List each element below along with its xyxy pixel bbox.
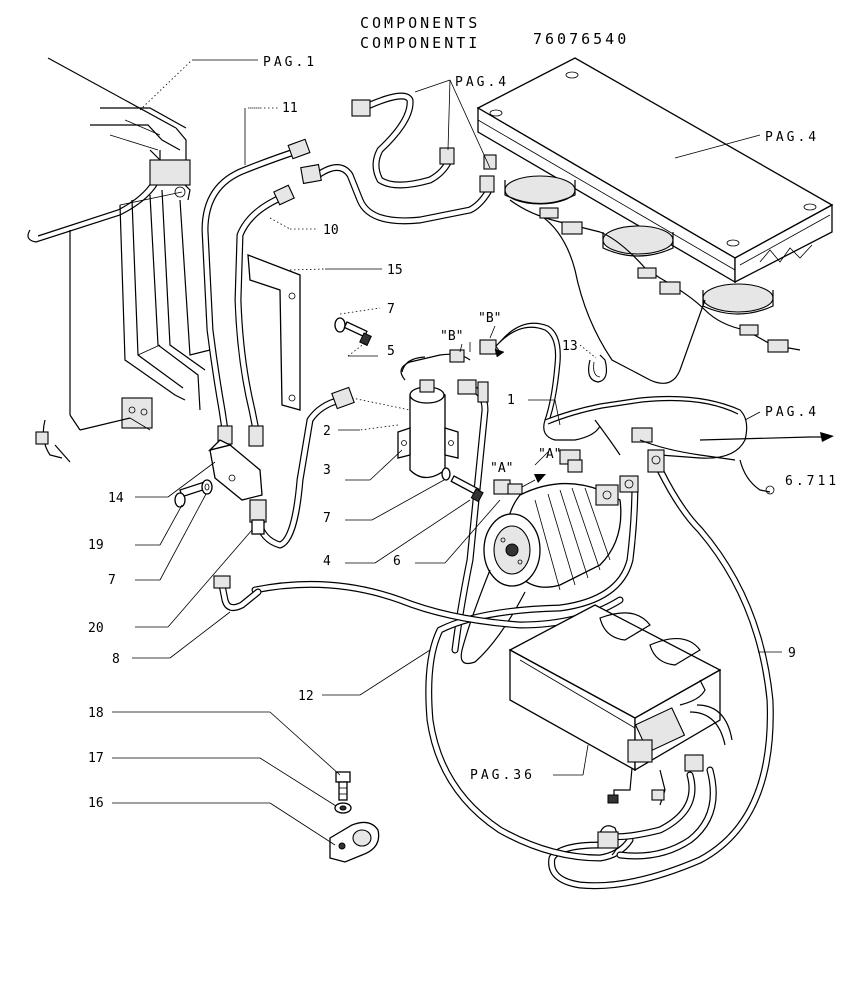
leader-pag36 — [582, 744, 589, 776]
leader-6 — [444, 499, 501, 564]
callout-7b: 7 — [323, 511, 331, 526]
callout-3: 3 — [323, 463, 331, 478]
leader-17 — [259, 757, 337, 807]
callout-6: 6 — [393, 554, 401, 569]
hose-9 — [548, 449, 774, 890]
leader-15 — [289, 268, 326, 271]
ref-pag4-a: PAG.4 — [455, 75, 509, 90]
clip-13 — [588, 354, 608, 383]
callout-7a: 7 — [387, 302, 395, 317]
clamp-16 — [329, 821, 380, 863]
ref-6711: 6.711 — [785, 474, 839, 489]
leader-10 — [269, 217, 291, 230]
leader-13 — [579, 344, 597, 359]
hose-12 — [425, 475, 639, 862]
callout-4: 4 — [323, 554, 331, 569]
heater-box — [508, 604, 733, 860]
leader-pag4b — [674, 134, 761, 159]
callout-1: 1 — [507, 393, 515, 408]
leader-7c — [159, 493, 207, 581]
ref-pag4-c: PAG.4 — [765, 405, 819, 420]
upper-hoses — [300, 92, 497, 225]
callout-7c: 7 — [108, 573, 116, 588]
leader-12 — [359, 649, 431, 696]
drier-pipes — [249, 379, 489, 654]
washer-17 — [334, 802, 352, 814]
callout-15: 15 — [387, 263, 403, 278]
leader-16 — [269, 802, 336, 846]
compressor-6 — [460, 482, 622, 665]
connector-a — [493, 451, 549, 495]
leader-20 — [167, 529, 253, 628]
ref-pag1: PAG.1 — [263, 55, 317, 70]
wiring-harness-1 — [495, 322, 834, 495]
title-it: COMPONENTI — [360, 34, 480, 52]
callout-19: 19 — [88, 538, 104, 553]
bolt-7-upper — [334, 317, 372, 347]
hose-11 — [201, 138, 311, 445]
callout-5: 5 — [387, 344, 395, 359]
leader-pag4a-v — [447, 79, 451, 151]
connector-b — [400, 339, 505, 381]
callout-11: 11 — [282, 101, 298, 116]
leader-pag4a — [414, 79, 451, 93]
washer-7-lower — [201, 479, 213, 495]
callout-16: 16 — [88, 796, 104, 811]
bracket-15 — [247, 254, 301, 411]
part-code: 76076540 — [533, 30, 629, 48]
callout-9: 9 — [788, 646, 796, 661]
callout-14: 14 — [108, 491, 124, 506]
leader-8 — [169, 611, 231, 659]
hose-10 — [234, 184, 295, 447]
leader-b2 — [489, 325, 496, 339]
leader-2 — [359, 424, 399, 431]
title-en: COMPONENTS — [360, 14, 480, 32]
leader-7a — [339, 307, 381, 315]
callout-20: 20 — [88, 621, 104, 636]
label-a2: "A" — [538, 447, 561, 462]
callout-13: 13 — [562, 339, 578, 354]
leader-5-d — [347, 342, 366, 357]
leader-14 — [167, 461, 216, 498]
bracket-14 — [207, 439, 263, 501]
leader-3 — [369, 449, 403, 481]
label-b1: "B" — [440, 329, 463, 344]
ref-pag36: PAG.36 — [470, 768, 535, 783]
leader-pag4a-d — [449, 79, 491, 169]
leader-pag4c — [744, 411, 761, 421]
callout-18: 18 — [88, 706, 104, 721]
callout-2: 2 — [323, 424, 331, 439]
callout-10: 10 — [323, 223, 339, 238]
label-a1: "A" — [490, 461, 513, 476]
bolt-18 — [335, 771, 351, 801]
ref-pag4-b: PAG.4 — [765, 130, 819, 145]
receiver-drier — [397, 379, 459, 479]
callout-17: 17 — [88, 751, 104, 766]
leader-7b — [371, 479, 445, 521]
callout-12: 12 — [298, 689, 314, 704]
leader-19 — [159, 504, 183, 546]
bolt-7-lower — [441, 467, 484, 503]
leader-1-d — [554, 399, 561, 426]
leader-18 — [269, 711, 341, 776]
fitting-20 — [249, 499, 267, 535]
callout-8: 8 — [112, 652, 120, 667]
evaporator-unit — [476, 57, 834, 384]
leader-4 — [374, 499, 471, 564]
leader-pag1 — [139, 59, 193, 111]
cab-frame — [27, 57, 211, 463]
label-b2: "B" — [478, 311, 501, 326]
